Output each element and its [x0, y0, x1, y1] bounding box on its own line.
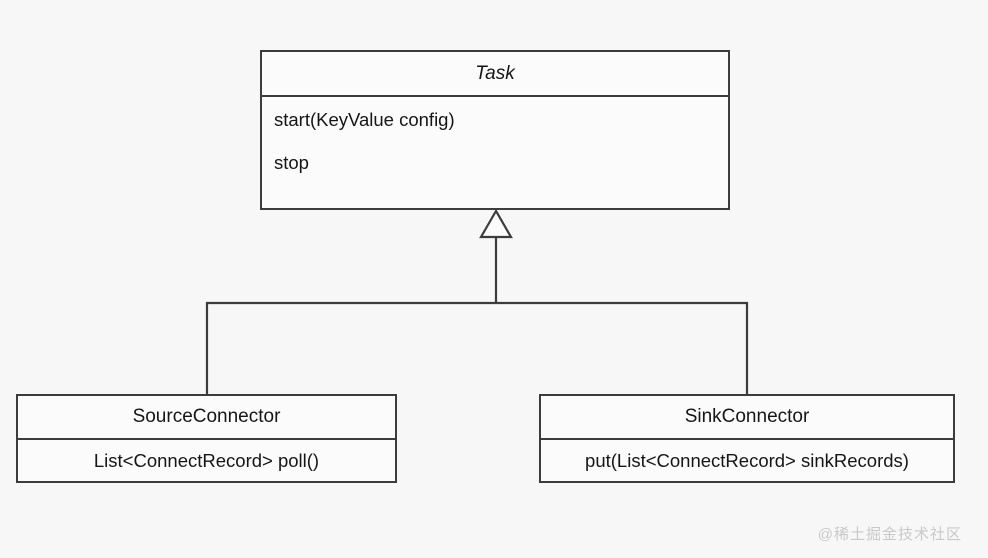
inheritance-arrowhead-icon — [479, 208, 513, 239]
uml-class-task[interactable]: Task start(KeyValue config) stop — [260, 50, 730, 210]
uml-members-sink-connector: put(List<ConnectRecord> sinkRecords) — [541, 438, 953, 481]
uml-class-title-sink-connector: SinkConnector — [684, 406, 810, 427]
uml-class-sink-connector[interactable]: SinkConnector put(List<ConnectRecord> si… — [539, 394, 955, 483]
uml-members-task: start(KeyValue config) stop — [262, 95, 728, 208]
uml-members-source-connector: List<ConnectRecord> poll() — [18, 438, 395, 481]
uml-member-sink-connector-put: put(List<ConnectRecord> sinkRecords) — [585, 449, 909, 471]
watermark-text: @稀土掘金技术社区 — [817, 526, 962, 543]
uml-class-source-connector[interactable]: SourceConnector List<ConnectRecord> poll… — [16, 394, 397, 483]
uml-member-task-stop: stop — [274, 152, 309, 174]
uml-class-title-task: Task — [475, 62, 515, 84]
uml-member-source-connector-poll: List<ConnectRecord> poll() — [93, 449, 320, 471]
uml-class-title-source-connector: SourceConnector — [132, 406, 281, 427]
uml-member-task-start: start(KeyValue config) — [274, 109, 455, 130]
